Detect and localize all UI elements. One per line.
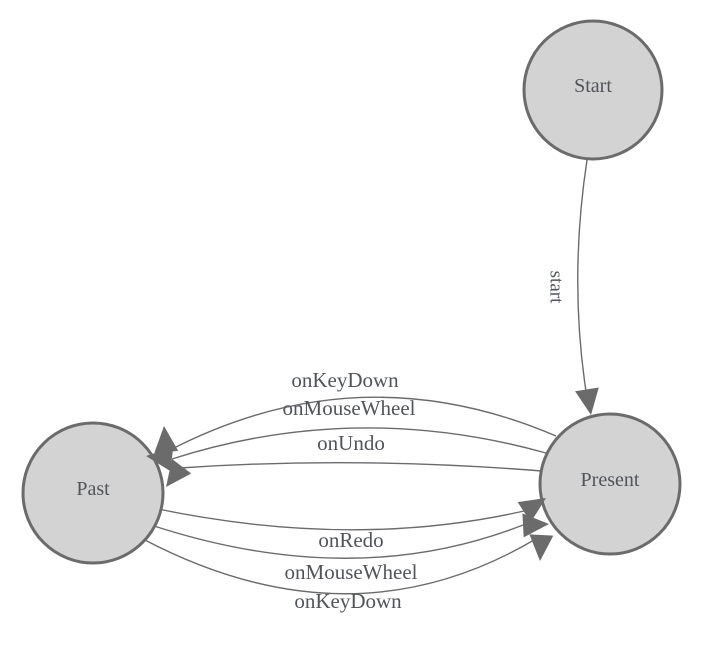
edge-past-to-present-onkeydown[interactable] — [142, 538, 535, 595]
edge-label-present-to-past-onkeydown: onKeyDown — [291, 368, 399, 392]
arrowhead-past-to-present-onmousewheel[interactable] — [522, 512, 549, 538]
edge-label-start-to-present: start — [546, 271, 567, 304]
arrowhead-start-to-present[interactable] — [575, 387, 603, 416]
edge-present-to-past-onmousewheel[interactable] — [171, 427, 547, 460]
edge-start-to-present[interactable] — [577, 159, 589, 405]
edge-past-to-present-onmousewheel[interactable] — [147, 523, 524, 559]
state-node-present[interactable] — [538, 412, 682, 556]
arrowhead-present-to-past-onkeydown[interactable] — [152, 425, 179, 453]
arrowhead-past-to-present-onredo[interactable] — [517, 488, 553, 523]
arrowhead-present-to-past-onundo[interactable] — [156, 459, 192, 494]
edge-label-present-to-past-onundo: onUndo — [317, 431, 385, 455]
edge-label-past-to-present-onredo: onRedo — [318, 528, 383, 552]
state-node-past[interactable] — [21, 421, 165, 565]
edge-label-past-to-present-onmousewheel: onMouseWheel — [285, 560, 418, 584]
edge-label-past-to-present-onkeydown: onKeyDown — [294, 589, 402, 613]
arrowhead-past-to-present-onkeydown[interactable] — [528, 534, 554, 561]
arrowhead-present-to-past-onmousewheel[interactable] — [145, 444, 174, 472]
state-label-present: Present — [581, 469, 640, 491]
state-label-start: Start — [574, 75, 612, 97]
edge-past-to-present-onredo[interactable] — [152, 507, 525, 531]
edge-present-to-past-onkeydown[interactable] — [169, 396, 557, 451]
edge-label-present-to-past-onmousewheel: onMouseWheel — [283, 396, 416, 420]
edge-present-to-past-onundo[interactable] — [179, 461, 543, 472]
state-label-past: Past — [76, 478, 110, 500]
state-node-start[interactable] — [522, 19, 664, 161]
